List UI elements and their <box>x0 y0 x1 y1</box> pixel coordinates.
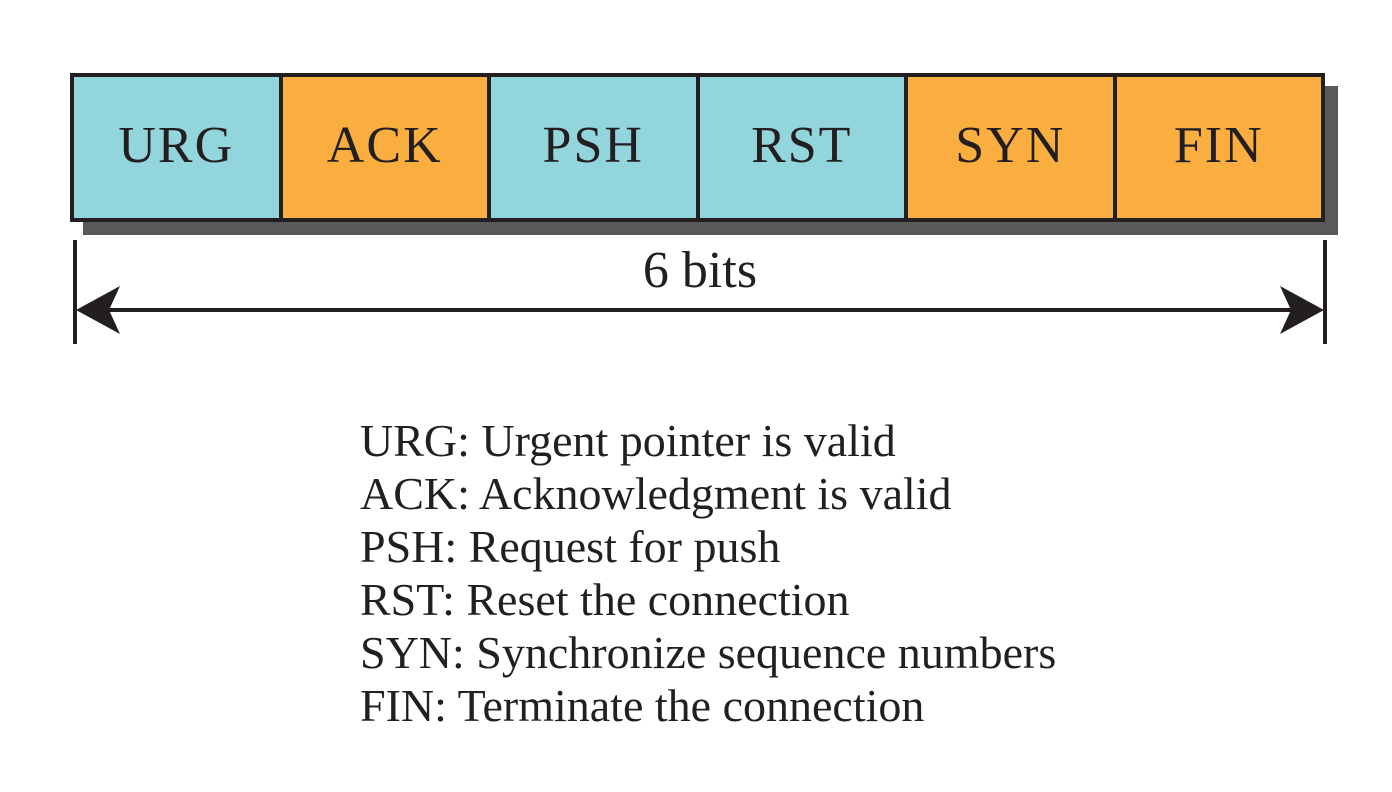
legend-line-rst: RST: Reset the connection <box>360 574 850 625</box>
flag-label-fin: FIN <box>1173 116 1264 174</box>
flag-cell-ack: ACK <box>282 77 491 218</box>
legend-line-fin: FIN: Terminate the connection <box>360 680 925 731</box>
legend-line-urg: URG: Urgent pointer is valid <box>360 415 896 466</box>
dimension-label: 6 bits <box>642 242 758 299</box>
flag-label-syn: SYN <box>955 116 1066 174</box>
flag-legend: URG: Urgent pointer is valid ACK: Acknow… <box>360 414 1056 732</box>
flag-cell-fin: FIN <box>1116 77 1321 218</box>
flag-cell-syn: SYN <box>908 77 1117 218</box>
flag-cell-urg: URG <box>74 77 283 218</box>
legend-line-ack: ACK: Acknowledgment is valid <box>360 468 952 519</box>
legend-line-psh: PSH: Request for push <box>360 521 781 572</box>
legend-line-syn: SYN: Synchronize sequence numbers <box>360 627 1057 678</box>
flag-cell-psh: PSH <box>491 77 700 218</box>
flag-field-bar: URG ACK PSH RST SYN FIN <box>70 73 1325 222</box>
arrowhead-right-icon <box>1280 286 1324 334</box>
flag-cell-rst: RST <box>699 77 908 218</box>
dimension-arrow <box>73 240 1327 344</box>
flag-label-urg: URG <box>118 116 235 174</box>
flag-label-rst: RST <box>751 116 853 174</box>
flag-label-psh: PSH <box>542 116 644 174</box>
arrowhead-left-icon <box>76 286 120 334</box>
flag-label-ack: ACK <box>326 116 443 174</box>
